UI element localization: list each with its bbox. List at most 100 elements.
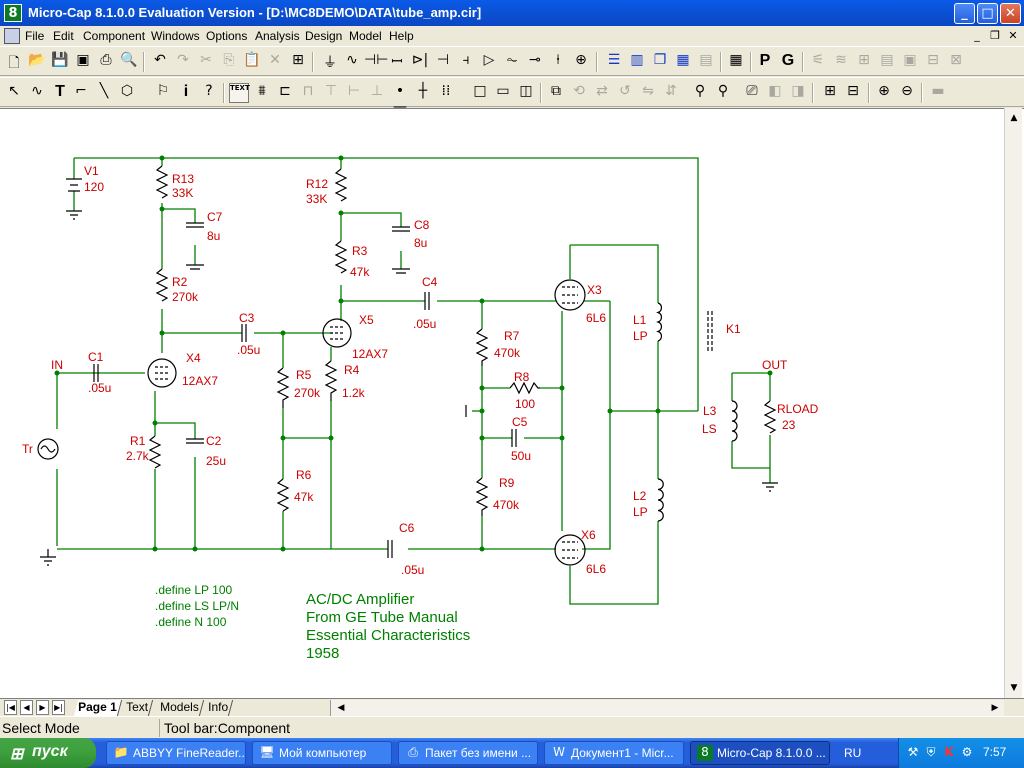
- parts-browser-button[interactable]: P: [759, 52, 771, 69]
- cut-icon[interactable]: ✂: [200, 52, 212, 68]
- task-scanner[interactable]: ⎙Пакет без имени ...: [398, 741, 538, 765]
- vertical-scrollbar[interactable]: ▲ ▼: [1004, 108, 1022, 698]
- component-mode-icon[interactable]: ∿: [31, 83, 43, 99]
- close-button[interactable]: ✕: [1000, 3, 1021, 24]
- start-button[interactable]: ⊞ пуск: [0, 738, 96, 768]
- pin-connections-icon[interactable]: ⊏: [279, 83, 291, 99]
- rotate-left-icon[interactable]: ↺: [619, 83, 631, 99]
- node-component-icon[interactable]: ⊕: [575, 52, 587, 68]
- tray-tools-icon[interactable]: ⚒: [907, 745, 919, 759]
- cross-hair-icon[interactable]: ┼: [418, 83, 428, 99]
- connector-component-icon[interactable]: ⍿: [556, 52, 560, 68]
- mdi-restore-button[interactable]: ❐: [990, 29, 1000, 42]
- menu-file[interactable]: File: [25, 29, 45, 43]
- tray-network-icon[interactable]: ⚙: [961, 745, 973, 759]
- prev-page-icon[interactable]: ◀: [20, 700, 33, 715]
- save-all-icon[interactable]: ▣: [76, 52, 90, 68]
- flag-mode-icon[interactable]: ⚐: [156, 83, 170, 99]
- print-icon[interactable]: ⎙: [100, 52, 112, 68]
- calculator-icon[interactable]: ▦: [729, 52, 743, 68]
- border-icon[interactable]: □: [473, 83, 487, 99]
- flip-icon[interactable]: ⇵: [665, 83, 677, 99]
- go-to-icon[interactable]: ⎚: [746, 83, 758, 99]
- help-mode-icon[interactable]: ?: [205, 83, 213, 99]
- scroll-up-icon[interactable]: ▲: [1010, 113, 1018, 123]
- redo-icon[interactable]: ↷: [177, 52, 189, 68]
- transistor-component-icon[interactable]: ⫞: [462, 52, 470, 68]
- find-next-icon[interactable]: ⚲: [717, 83, 729, 99]
- window-cascade-icon[interactable]: ❐: [653, 52, 667, 68]
- language-indicator[interactable]: RU: [844, 746, 862, 760]
- ground-component-icon[interactable]: ⏚: [323, 55, 337, 71]
- battery-component-icon[interactable]: ⊣: [436, 52, 450, 68]
- schematic-drawing[interactable]: V1 120 R13 33K C7 8u R2 270k R12 33K C8 …: [0, 109, 1004, 699]
- analysis-limits-icon[interactable]: ▤: [880, 52, 894, 68]
- scroll-down-icon[interactable]: ▼: [1010, 683, 1018, 693]
- select-mode-icon[interactable]: ↖: [8, 83, 20, 99]
- task-abbyy[interactable]: 📁ABBYY FineReader...: [106, 741, 246, 765]
- waveform-icon[interactable]: ≋: [835, 52, 847, 68]
- resistor-component-icon[interactable]: ∿: [346, 52, 358, 68]
- menu-windows[interactable]: Windows: [151, 29, 200, 43]
- shape-editor-icon[interactable]: ⊟: [927, 52, 939, 68]
- menu-design[interactable]: Design: [305, 29, 343, 43]
- color-icon[interactable]: ▬: [931, 83, 945, 99]
- schematic-canvas[interactable]: V1 120 R13 33K C7 8u R2 270k R12 33K C8 …: [0, 108, 1024, 698]
- node-numbers-icon[interactable]: ⊓: [302, 83, 314, 99]
- step-icon[interactable]: ⇄: [596, 83, 608, 99]
- menu-model[interactable]: Model: [349, 29, 382, 43]
- save-icon[interactable]: 💾: [51, 52, 69, 68]
- menu-analysis[interactable]: Analysis: [255, 29, 300, 43]
- window-arrange-icon[interactable]: ▤: [699, 52, 713, 68]
- rotate-icon[interactable]: ⟲: [573, 83, 585, 99]
- send-back-icon[interactable]: ◨: [791, 83, 805, 99]
- opamp-component-icon[interactable]: ▷: [483, 52, 495, 68]
- title-block-icon[interactable]: ▭: [496, 83, 510, 99]
- open-file-icon[interactable]: 📂: [28, 52, 46, 68]
- current-icon[interactable]: ⊢: [347, 83, 361, 99]
- probe-icon[interactable]: ⚟: [811, 52, 825, 68]
- tab-models[interactable]: Models: [155, 700, 204, 716]
- minimize-button[interactable]: _: [954, 3, 975, 24]
- last-page-icon[interactable]: ▶|: [52, 700, 65, 715]
- grid-text-icon[interactable]: ◫: [519, 83, 533, 99]
- menu-help[interactable]: Help: [389, 29, 414, 43]
- grid-icon[interactable]: ⁞⁞: [441, 83, 451, 99]
- info-mode-icon[interactable]: i: [183, 83, 189, 100]
- power-icon[interactable]: ⊥: [370, 83, 384, 99]
- next-page-icon[interactable]: ▶: [36, 700, 49, 715]
- clock[interactable]: 7:57: [983, 745, 1007, 759]
- scroll-left-icon[interactable]: ◀: [337, 703, 345, 713]
- window-split-icon[interactable]: ▦: [676, 52, 690, 68]
- menu-edit[interactable]: Edit: [53, 29, 74, 43]
- zoom-in-icon[interactable]: ⊕: [878, 83, 890, 99]
- mdi-close-button[interactable]: ✕: [1008, 29, 1018, 42]
- bring-front-icon[interactable]: ◧: [768, 83, 782, 99]
- component-editor-icon[interactable]: ▣: [903, 52, 917, 68]
- text-mode-icon[interactable]: T: [55, 83, 65, 100]
- undo-icon[interactable]: ↶: [154, 52, 166, 68]
- inductor-component-icon[interactable]: ꟷ: [391, 54, 403, 70]
- horizontal-scrollbar[interactable]: ◀ ▶: [330, 700, 1004, 716]
- mirror-icon[interactable]: ⇋: [642, 83, 654, 99]
- node-voltages-icon[interactable]: ⊤: [324, 83, 338, 99]
- maximize-button[interactable]: □: [977, 3, 998, 24]
- global-settings-button[interactable]: G: [781, 52, 795, 69]
- task-my-computer[interactable]: 🖥Мой компьютер: [252, 741, 392, 765]
- document-icon[interactable]: [4, 28, 20, 44]
- menu-component[interactable]: Component: [83, 29, 146, 43]
- model-editor-icon[interactable]: ⊠: [950, 52, 962, 68]
- switch-component-icon[interactable]: ⊸: [529, 52, 541, 68]
- find-icon[interactable]: ⚲: [694, 83, 706, 99]
- add-page-icon[interactable]: ⊞: [824, 83, 836, 99]
- diagonal-wire-icon[interactable]: ╲: [99, 83, 109, 99]
- print-preview-icon[interactable]: 🔍: [120, 52, 138, 68]
- delete-page-icon[interactable]: ⊟: [847, 83, 859, 99]
- digital-icon[interactable]: ⊞: [858, 52, 870, 68]
- scroll-right-icon[interactable]: ▶: [991, 703, 999, 713]
- new-file-icon[interactable]: 🗋: [8, 55, 20, 71]
- paste-icon[interactable]: 📋: [243, 52, 261, 68]
- select-all-icon[interactable]: ⊞: [292, 52, 304, 68]
- graphics-mode-icon[interactable]: ⬡: [120, 83, 134, 99]
